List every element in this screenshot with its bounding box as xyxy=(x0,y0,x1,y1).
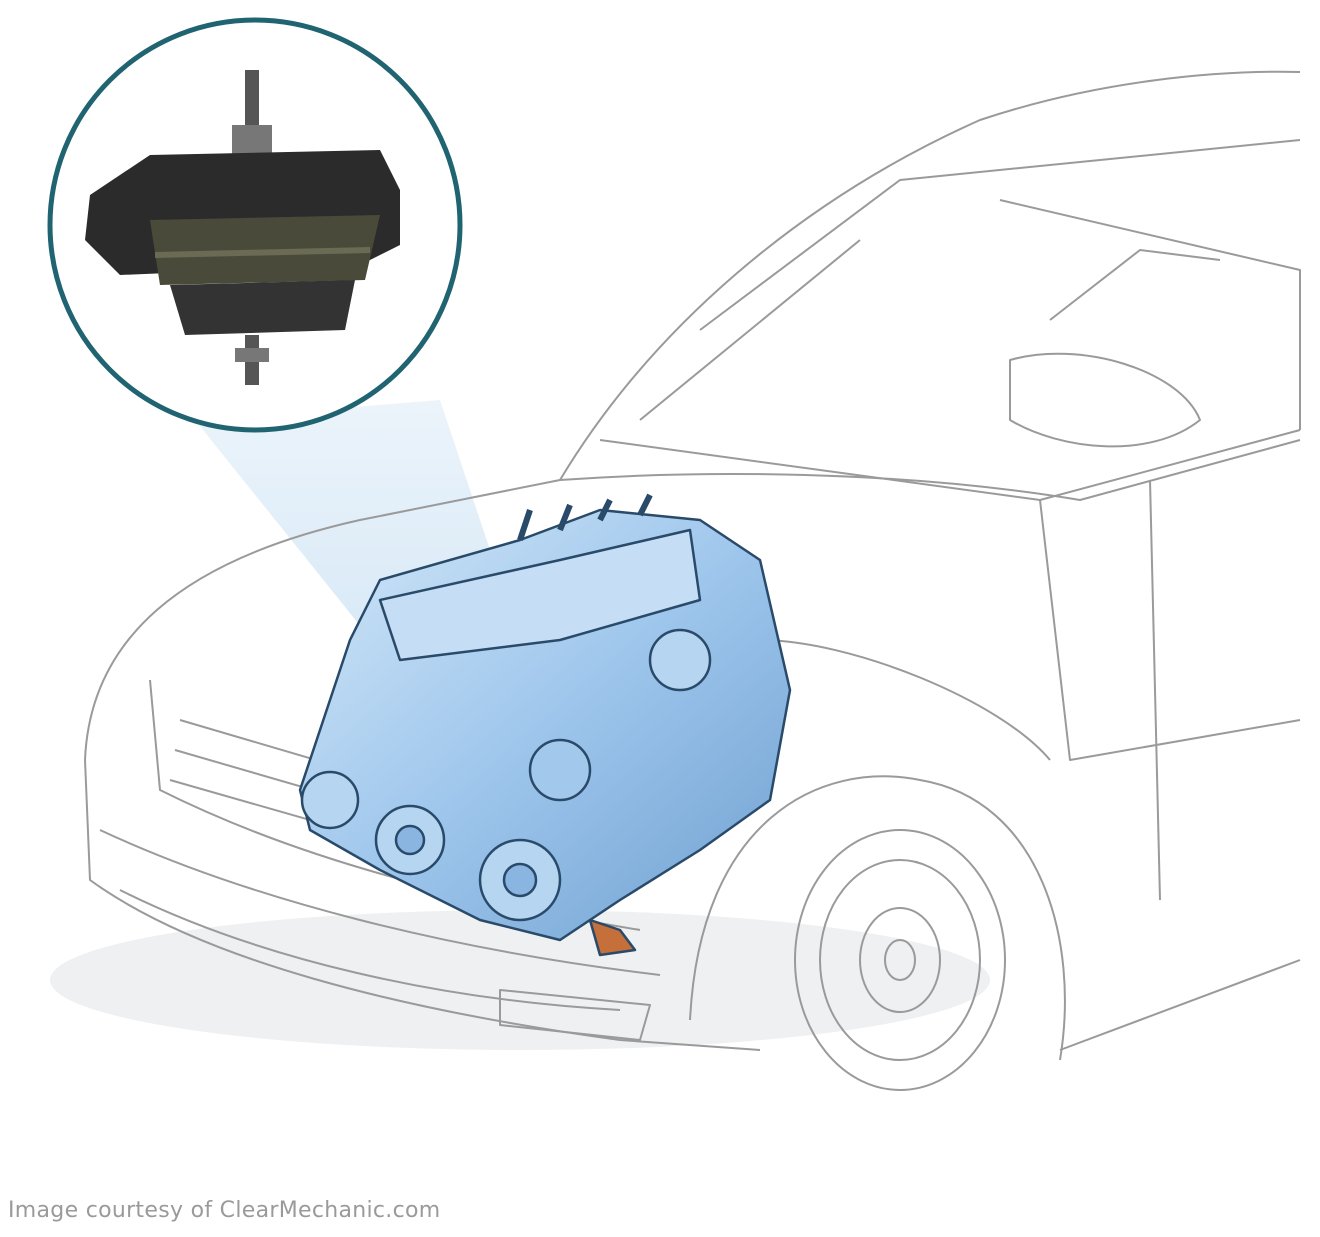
front-wheel xyxy=(794,829,1006,1091)
lower-engine-mount xyxy=(588,918,637,957)
car-outline xyxy=(84,70,1301,1061)
engine xyxy=(298,493,792,957)
engine-mount-inset xyxy=(47,17,463,433)
image-credit-caption: Image courtesy of ClearMechanic.com xyxy=(8,1198,441,1223)
car-shadow xyxy=(50,910,990,1050)
